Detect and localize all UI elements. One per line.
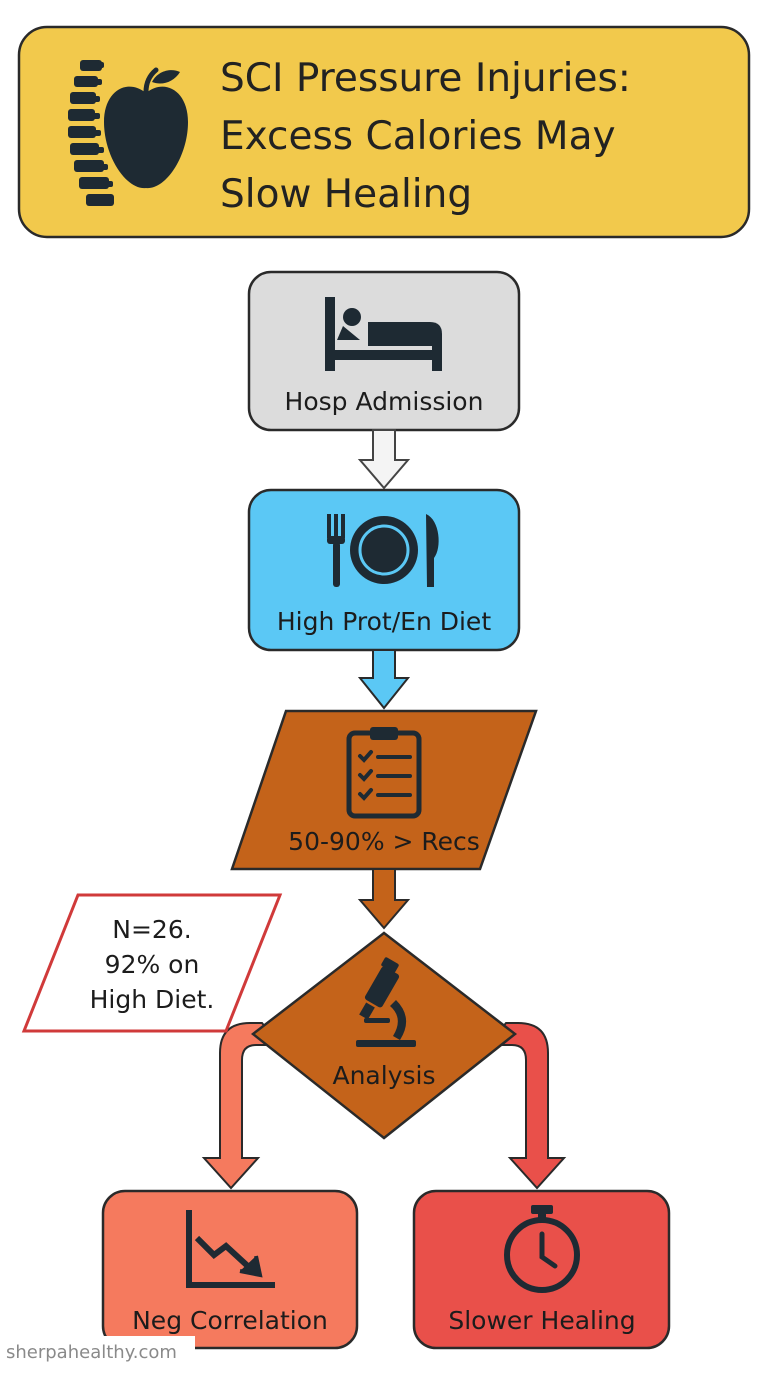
fork-plate-knife-icon [327,514,439,587]
node-analysis: Analysis [250,931,518,1140]
admission-label: Hosp Admission [285,387,484,416]
watermark: sherpahealthy.com [0,1336,195,1370]
note-line-3: High Diet. [90,985,215,1014]
node-admission: Hosp Admission [247,270,521,432]
microscope-icon [356,957,416,1047]
arrow-analysis-to-correlation [201,1022,283,1190]
title-banner: SCI Pressure Injuries: Excess Calories M… [17,25,751,239]
node-healing: Slower Healing [412,1189,671,1350]
correlation-label: Neg Correlation [132,1306,328,1335]
arrow-diet-to-recs [357,649,411,710]
trend-down-chart-icon [186,1210,275,1288]
title-line-2: Excess Calories May [220,114,616,159]
stopwatch-icon [504,1205,580,1293]
diet-label: High Prot/En Diet [277,607,491,636]
arrow-recs-to-analysis [357,868,411,930]
arrow-analysis-to-healing [485,1022,567,1190]
clipboard-checklist-icon [346,727,422,819]
recs-label: 50-90% > Recs [288,827,480,856]
title-line-1: SCI Pressure Injuries: [220,56,631,101]
node-correlation: Neg Correlation [101,1189,359,1350]
hospital-bed-icon [325,297,442,371]
note-line-2: 92% on [105,950,200,979]
node-recs: 50-90% > Recs [230,709,538,871]
spine-apple-icon [68,60,188,206]
analysis-label: Analysis [332,1061,435,1090]
arrow-admission-to-diet [357,429,411,490]
node-diet: High Prot/En Diet [247,488,521,652]
healing-label: Slower Healing [448,1306,635,1335]
note-box: N=26. 92% on High Diet. [21,893,283,1033]
note-line-1: N=26. [112,915,191,944]
title-line-3: Slow Healing [220,172,472,217]
